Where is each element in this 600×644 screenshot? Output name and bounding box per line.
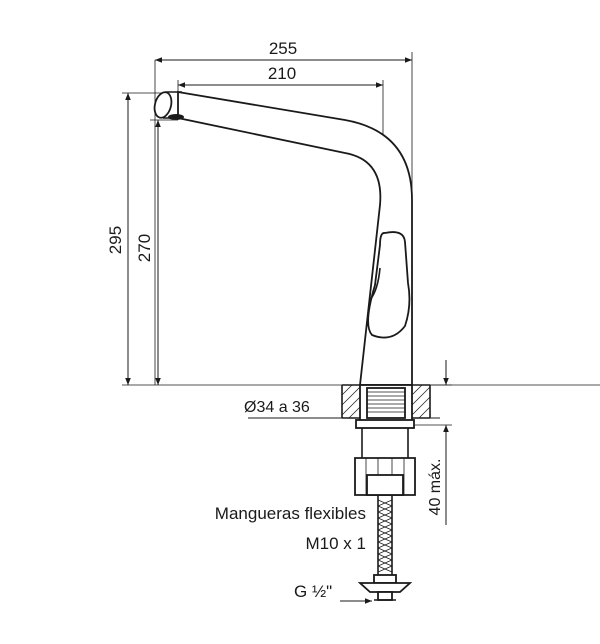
dim-40-max: 40 máx. [415, 360, 452, 525]
dim-270: 270 [135, 119, 178, 385]
connection-fitting [357, 574, 413, 601]
dim-255: 255 [154, 39, 413, 385]
dim-295-label: 295 [106, 226, 125, 254]
dim-270-label: 270 [135, 234, 154, 262]
hoses-thread: M10 x 1 [306, 534, 366, 553]
lever-handle [367, 231, 411, 339]
dim-210-label: 210 [268, 64, 296, 83]
hoses-title: Mangueras flexibles [215, 504, 366, 523]
dim-bore-label: Ø34 a 36 [244, 399, 310, 416]
threaded-shank [355, 384, 415, 429]
faucet-body [153, 90, 413, 386]
countertop-section [341, 384, 431, 419]
aerator [168, 114, 184, 120]
fixing-nut [354, 428, 416, 496]
dim-bore: Ø34 a 36 [244, 399, 440, 420]
dim-40-max-label: 40 máx. [427, 459, 444, 516]
dim-295: 295 [106, 92, 600, 386]
dim-255-label: 255 [269, 39, 297, 58]
connection-label: G ½" [294, 582, 332, 601]
connection-annotation: G ½" [294, 582, 372, 604]
flexible-hose [377, 495, 393, 575]
